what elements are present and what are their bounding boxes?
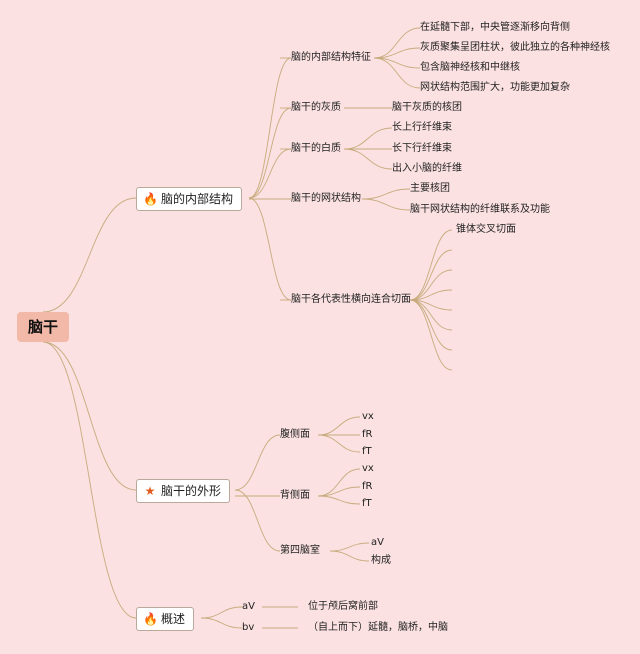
leaf-fourth-1[interactable]: aV — [371, 537, 384, 548]
leaf-reticular-2[interactable]: 脑干网状结构的纤维联系及功能 — [410, 204, 550, 215]
sections-leaf-link — [409, 299, 453, 371]
leaf-white-1[interactable]: 长上行纤维束 — [392, 122, 452, 133]
branch-internal-structure[interactable]: 🔥脑的内部结构 — [136, 187, 243, 211]
node-overview-av[interactable]: aV — [242, 601, 255, 612]
internal-to-sections — [248, 197, 292, 301]
node-reticular[interactable]: 脑干的网状结构 — [291, 193, 361, 204]
branch-overview[interactable]: 🔥概述 — [136, 607, 195, 631]
node-internal-features[interactable]: 脑的内部结构特征 — [291, 52, 371, 63]
sections-leaf-link — [409, 269, 453, 301]
leaf-section-1[interactable]: 锥体交叉切面 — [456, 224, 516, 235]
sections-leaf-link — [409, 299, 453, 351]
node-fourth-ventricle[interactable]: 第四脑室 — [280, 545, 320, 556]
features-leaf-link — [373, 27, 421, 59]
dorsal-leaf-link — [317, 468, 361, 497]
reticular-leaf-link — [361, 188, 411, 200]
dorsal-leaf-link — [317, 495, 361, 505]
overview-to-bv — [200, 617, 243, 629]
node-gray-matter[interactable]: 脑干的灰质 — [291, 102, 341, 113]
leaf-ventral-2[interactable]: fR — [362, 429, 373, 440]
root-to-overview — [42, 341, 137, 619]
star-icon: ★ — [144, 484, 156, 498]
leaf-feature-4[interactable]: 网状结构范围扩大，功能更加复杂 — [420, 82, 570, 93]
node-overview-bv[interactable]: bv — [242, 622, 255, 633]
leaf-feature-1[interactable]: 在延髓下部，中央管逐渐移向背侧 — [420, 22, 570, 33]
leaf-dorsal-1[interactable]: vx — [362, 463, 374, 474]
leaf-reticular-1[interactable]: 主要核团 — [410, 183, 450, 194]
reticular-leaf-link — [361, 198, 411, 211]
leaf-gray-nuclei[interactable]: 脑干灰质的核团 — [392, 102, 462, 113]
leaf-dorsal-3[interactable]: fT — [362, 498, 372, 509]
branch-external-shape[interactable]: ★ 脑干的外形 — [136, 479, 231, 503]
fourth-leaf-link — [329, 550, 370, 562]
flame-icon: 🔥 — [143, 192, 158, 206]
leaf-ventral-3[interactable]: fT — [362, 446, 372, 457]
leaf-overview-bv[interactable]: （自上而下）延髓，脑桥，中脑 — [308, 622, 448, 633]
ventral-leaf-link — [317, 434, 361, 453]
branch-label: 脑的内部结构 — [161, 192, 234, 206]
leaf-white-3[interactable]: 出入小脑的纤维 — [392, 163, 462, 174]
flame-icon: 🔥 — [143, 612, 158, 626]
root-to-external — [42, 341, 137, 491]
white-leaf-link — [343, 148, 393, 170]
features-leaf-link — [373, 47, 421, 59]
node-dorsal[interactable]: 背侧面 — [280, 490, 310, 501]
branch-label: 脑干的外形 — [161, 484, 222, 498]
node-white-matter[interactable]: 脑干的白质 — [291, 143, 341, 154]
overview-to-av — [200, 606, 243, 619]
node-sections[interactable]: 脑干各代表性横向连合切面 — [291, 294, 411, 305]
leaf-fourth-2[interactable]: 构成 — [371, 555, 391, 566]
leaf-overview-av[interactable]: 位于颅后窝前部 — [308, 601, 378, 612]
external-to-fourth — [234, 489, 281, 552]
internal-to-gray — [248, 107, 292, 199]
root-to-internal — [42, 197, 137, 313]
fourth-leaf-link — [329, 542, 370, 552]
leaf-ventral-1[interactable]: vx — [362, 411, 374, 422]
branch-label: 概述 — [161, 612, 186, 626]
dorsal-leaf-link — [317, 486, 361, 497]
node-ventral[interactable]: 腹侧面 — [280, 429, 310, 440]
sections-leaf-link — [409, 249, 453, 301]
leaf-white-2[interactable]: 长下行纤维束 — [392, 143, 452, 154]
internal-to-features — [248, 57, 292, 199]
leaf-feature-2[interactable]: 灰质聚集呈团柱状，彼此独立的各种神经核 — [420, 42, 610, 53]
leaf-dorsal-2[interactable]: fR — [362, 481, 373, 492]
root-node[interactable]: 脑干 — [17, 312, 69, 342]
ventral-leaf-link — [317, 416, 361, 436]
sections-leaf-link — [409, 229, 453, 301]
external-to-ventral — [234, 434, 281, 491]
features-leaf-link — [373, 57, 421, 89]
white-leaf-link — [343, 127, 393, 150]
leaf-feature-3[interactable]: 包含脑神经核和中继核 — [420, 62, 520, 73]
internal-to-white — [248, 148, 292, 199]
sections-leaf-link — [409, 289, 453, 301]
